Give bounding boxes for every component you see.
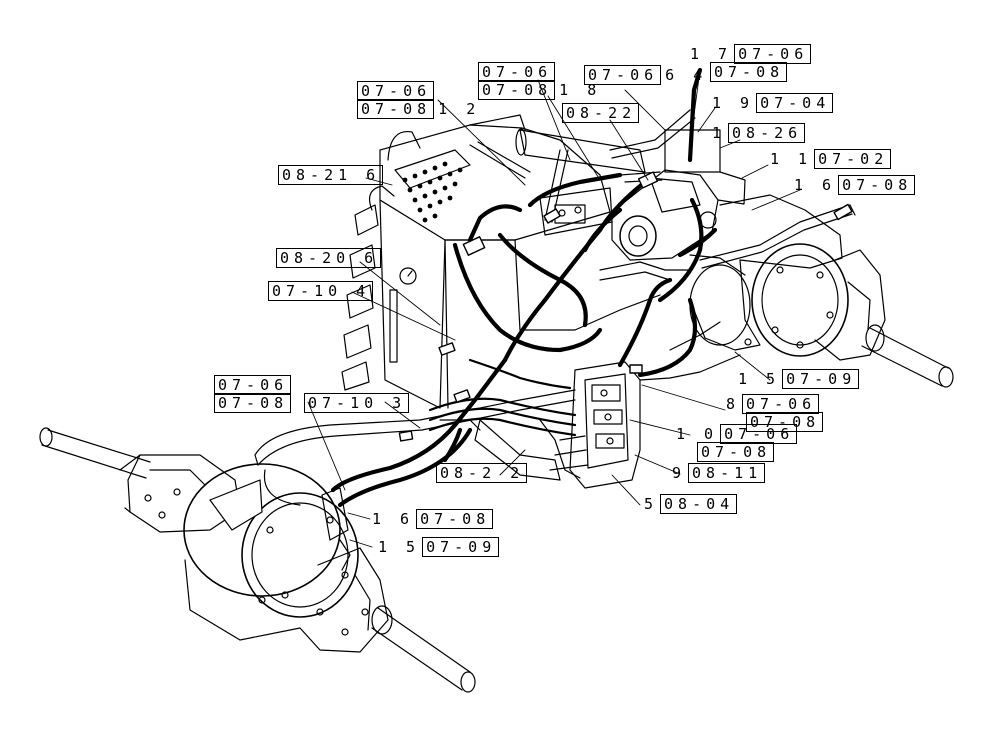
callout-ref: 07-08 bbox=[478, 80, 556, 100]
callout-item: 9 bbox=[672, 464, 687, 482]
callout-ref: 08-21 6 bbox=[278, 165, 384, 185]
callout-ref: 07-09 bbox=[782, 369, 860, 389]
callout-item: 1 5 bbox=[378, 538, 421, 556]
callout-ref: 07-10 3 bbox=[304, 393, 410, 413]
callout-08-22-b[interactable]: 08-2 2 bbox=[436, 463, 528, 483]
overlap-text-12: 1 2 bbox=[438, 100, 481, 118]
control-valve-block bbox=[474, 361, 641, 489]
callout-ref: 08-20 6 bbox=[276, 248, 382, 268]
callout-item: 5 bbox=[644, 495, 659, 513]
callout-ref: 07-08 bbox=[838, 175, 916, 195]
callout-ref: 07-06 bbox=[720, 424, 798, 444]
callout-item: 1 6 bbox=[372, 510, 415, 528]
callout-ref: 07-08 bbox=[697, 442, 775, 462]
overlap-text-64: 6 4 bbox=[665, 66, 708, 84]
callout-ref: 08-22 bbox=[562, 103, 640, 123]
callout-07-06-d[interactable]: 07-06 bbox=[214, 375, 292, 395]
callout-item: 8 bbox=[726, 395, 741, 413]
callout-07-08-e[interactable]: 07-08 bbox=[746, 412, 824, 432]
callout-ref: 07-04 bbox=[756, 93, 834, 113]
braided-hoses bbox=[428, 358, 577, 437]
callout-ref: 07-10 4 bbox=[268, 281, 374, 301]
callout-07-104[interactable]: 07-10 4 bbox=[268, 281, 374, 301]
rear-axle-assembly bbox=[689, 194, 954, 388]
callout-ref: 07-08 bbox=[746, 412, 824, 432]
callout-item: 1 5 bbox=[738, 370, 781, 388]
callout-08-206[interactable]: 08-20 6 bbox=[276, 248, 382, 268]
callout-ref: 07-02 bbox=[814, 149, 892, 169]
callout-item: 1 7 bbox=[690, 45, 733, 63]
callout-07-08-f[interactable]: 07-08 bbox=[697, 442, 775, 462]
callout-item: 1 6 bbox=[794, 176, 837, 194]
leader-lines bbox=[307, 69, 801, 548]
callout-08-22-a[interactable]: 08-22 bbox=[562, 103, 640, 123]
callout-ref: 07-06 bbox=[357, 81, 435, 101]
callout-ref: 07-06 bbox=[742, 394, 820, 414]
callout-ref: 08-11 bbox=[688, 463, 766, 483]
callout-07-06-b[interactable]: 07-06 bbox=[478, 62, 556, 82]
callout-item: 1 bbox=[712, 124, 727, 142]
callout-ref: 08-2 2 bbox=[436, 463, 528, 483]
callout-ref: 07-08 bbox=[357, 99, 435, 119]
cooling-package bbox=[341, 114, 646, 409]
callout-ref: 07-08 bbox=[416, 509, 494, 529]
hydraulic-hoses bbox=[330, 67, 718, 508]
front-axle-assembly bbox=[39, 427, 476, 693]
callout-07-06-a[interactable]: 07-06 bbox=[357, 81, 435, 101]
callout-08-216[interactable]: 08-21 6 bbox=[278, 165, 384, 185]
callout-ref: 07-06 bbox=[734, 44, 812, 64]
callout-ref: 08-04 bbox=[660, 494, 738, 514]
callout-ref: 07-08 bbox=[214, 393, 292, 413]
callout-ref: 07-06 bbox=[214, 375, 292, 395]
callout-item: 1 0 bbox=[676, 425, 719, 443]
callout-ref: 07-08 bbox=[710, 62, 788, 82]
callout-07-103[interactable]: 07-10 3 bbox=[304, 393, 410, 413]
callout-ref: 07-06 bbox=[478, 62, 556, 82]
callout-07-08-c[interactable]: 07-08 bbox=[710, 62, 788, 82]
callout-item: 1 1 bbox=[770, 150, 813, 168]
callout-07-08-d[interactable]: 07-08 bbox=[214, 393, 292, 413]
overlap-text-18: 1 8 bbox=[559, 81, 602, 99]
callout-ref: 07-06 bbox=[584, 65, 662, 85]
callout-ref: 07-09 bbox=[422, 537, 500, 557]
callout-item: 1 9 bbox=[712, 94, 755, 112]
hose-fittings bbox=[398, 171, 853, 442]
callout-ref: 08-26 bbox=[728, 123, 806, 143]
